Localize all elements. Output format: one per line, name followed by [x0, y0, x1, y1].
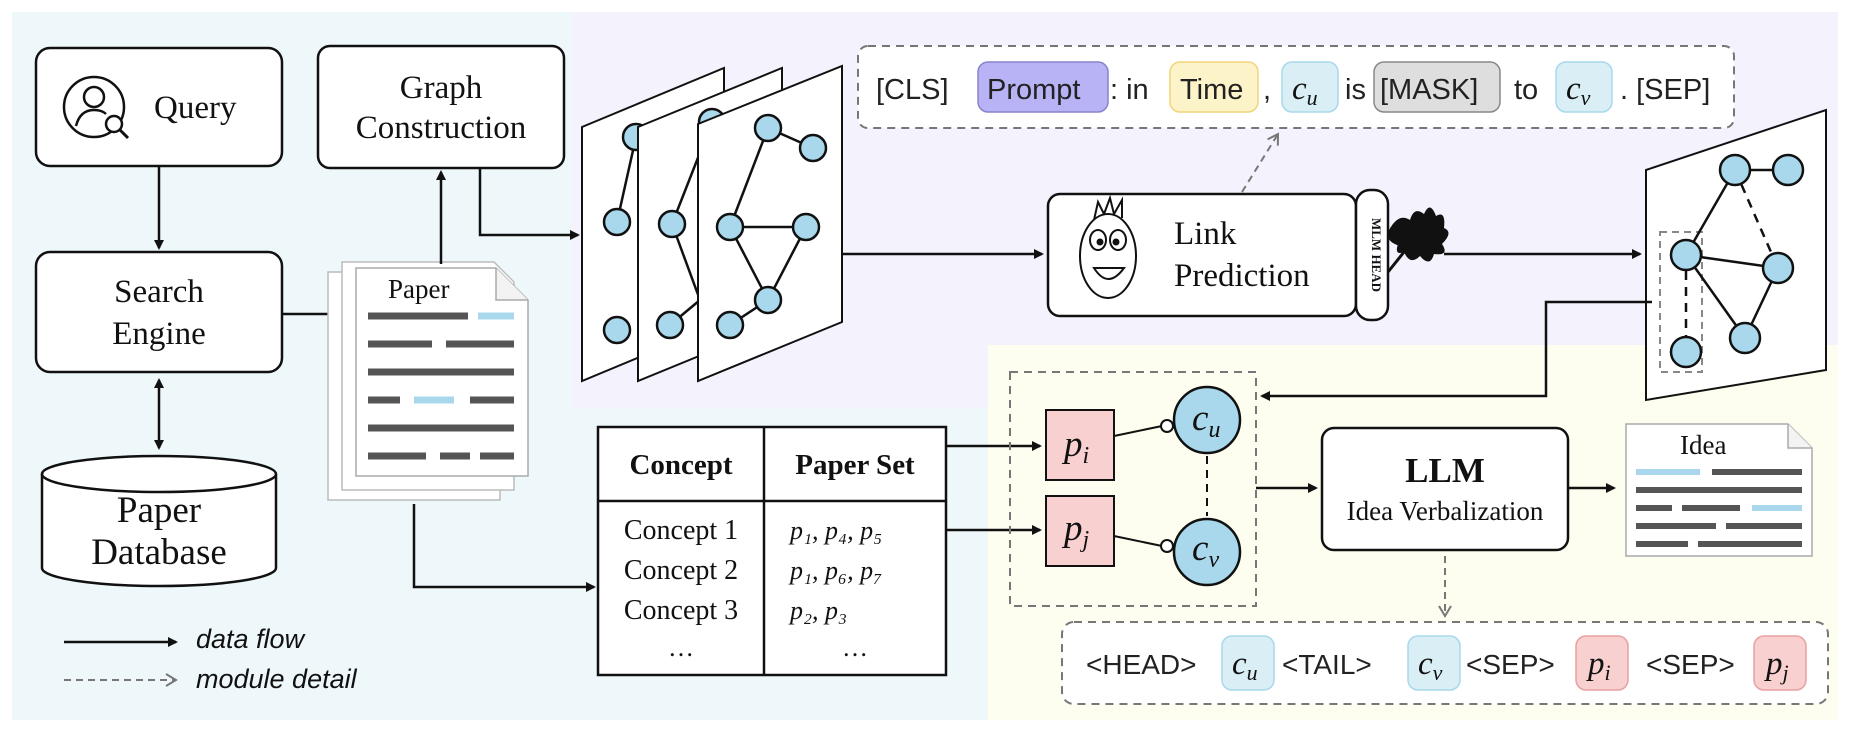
- graph-construction-line1: Graph: [400, 70, 483, 106]
- prompt-to: to: [1514, 74, 1538, 106]
- table-header-concept: Concept: [629, 449, 732, 481]
- graph-construction-box: Graph Construction: [316, 44, 566, 170]
- mlm-head-block: [1354, 188, 1390, 322]
- mask-token-box: [1373, 61, 1501, 113]
- table-row-papers: p₁, p₆, p₇: [788, 556, 882, 585]
- prompt-token-box: [977, 61, 1109, 113]
- output-tail-token: <TAIL>: [1282, 649, 1372, 680]
- concept-table: Concept Paper Set Concept 1 p₁, p₄, p₅ C…: [596, 425, 948, 677]
- llm-title: LLM: [1405, 451, 1485, 490]
- paper-database-line1: Paper: [117, 490, 201, 531]
- output-pi-label: pi: [1586, 646, 1611, 685]
- prompt-comma: ,: [1263, 74, 1271, 106]
- arrow-graph-construction-to-graphs: [478, 168, 580, 240]
- paper-document-stack: Paper: [327, 261, 529, 501]
- graph-construction-line2: Construction: [356, 110, 527, 146]
- table-row-concept: …: [668, 633, 694, 662]
- output-cv-box: [1407, 635, 1461, 691]
- output-cu-box: [1221, 635, 1275, 691]
- output-cv-label: cv: [1418, 646, 1443, 685]
- query-label: Query: [154, 90, 237, 126]
- output-template: <HEAD> cu <TAIL> cv <SEP> pi <SEP> pj: [1061, 621, 1829, 705]
- cv-token-box: [1555, 61, 1613, 113]
- arrow-paper-to-concept-table: [412, 504, 596, 592]
- cv-label: cv: [1192, 528, 1219, 573]
- search-engine-line1: Search: [114, 274, 204, 310]
- graph-front-nodes: [715, 113, 828, 340]
- cu-token-box: [1281, 61, 1339, 113]
- cu-node: [1172, 385, 1242, 455]
- output-sep-token-1: <SEP>: [1466, 649, 1555, 680]
- llm-box: LLM Idea Verbalization: [1320, 426, 1570, 552]
- legend-data-flow: data flow: [196, 624, 306, 654]
- predicted-graph: [1645, 108, 1827, 402]
- user-search-icon: [62, 75, 130, 140]
- idea-text-lines: [1636, 469, 1802, 547]
- table-row-papers: …: [842, 633, 868, 662]
- link-prediction-line2: Prediction: [1174, 258, 1310, 294]
- prompt-dot-sep: . [SEP]: [1620, 74, 1710, 106]
- search-engine-line2: Engine: [112, 316, 205, 352]
- pj-label: pj: [1061, 508, 1090, 553]
- legend-module-detail: module detail: [196, 664, 358, 694]
- prompt-colon-in: : in: [1110, 74, 1149, 106]
- cu-label: cu: [1192, 398, 1220, 443]
- table-row-concept: Concept 2: [624, 555, 738, 586]
- mlm-head-label: MLM HEAD: [1369, 218, 1384, 292]
- output-pj-label: pj: [1764, 646, 1789, 685]
- table-row-papers: p₂, p₃: [788, 596, 847, 625]
- idea-document: Idea: [1625, 423, 1813, 557]
- table-row-papers: p₁, p₄, p₅: [788, 516, 882, 545]
- llm-subtitle: Idea Verbalization: [1347, 496, 1544, 526]
- cu-token: cu: [1292, 71, 1318, 110]
- time-token-box: [1169, 61, 1259, 113]
- table-row-concept: Concept 1: [624, 515, 738, 546]
- query-box: Query: [34, 46, 284, 168]
- cv-token: cv: [1566, 71, 1591, 110]
- legend: data flow module detail: [64, 624, 358, 694]
- concept-paper-module: pi pj cu cv: [1009, 371, 1257, 607]
- paper-database-line2: Database: [91, 532, 227, 573]
- bert-face-icon: [1079, 194, 1137, 299]
- link-prediction-line1: Link: [1174, 216, 1237, 252]
- output-cu-label: cu: [1232, 646, 1258, 685]
- time-token: Time: [1180, 74, 1243, 106]
- mask-token: [MASK]: [1380, 74, 1478, 106]
- table-row-concept: Concept 3: [624, 595, 738, 626]
- paper-database: Paper Database: [40, 454, 278, 588]
- output-pi-box: [1575, 635, 1629, 691]
- output-sep-token-2: <SEP>: [1646, 649, 1735, 680]
- prompt-template: [CLS] Prompt : in Time , cu is [MASK] to…: [857, 45, 1735, 129]
- output-pj-box: [1753, 635, 1807, 691]
- link-prediction-box: Link Prediction MLM HEAD: [1046, 188, 1449, 322]
- prompt-is: is: [1345, 74, 1366, 106]
- pj-node: [1045, 495, 1115, 567]
- selected-pair-box: [1659, 231, 1703, 373]
- prompt-token: Prompt: [987, 74, 1080, 106]
- prompt-cls: [CLS]: [876, 74, 949, 106]
- hair-icon: [1386, 207, 1449, 273]
- cv-node: [1172, 517, 1242, 587]
- arrow-graph-to-module: [1260, 300, 1652, 401]
- graph-stack: [581, 64, 843, 383]
- pi-node: [1045, 409, 1115, 481]
- table-header-paper-set: Paper Set: [795, 449, 915, 481]
- paper-text-lines: [368, 312, 514, 460]
- graph-back-nodes: [602, 122, 651, 345]
- output-head-token: <HEAD>: [1086, 649, 1197, 680]
- paper-doc-label: Paper: [388, 274, 449, 304]
- pi-label: pi: [1061, 424, 1089, 469]
- search-engine-box: Search Engine: [34, 250, 284, 374]
- idea-doc-label: Idea: [1680, 430, 1726, 460]
